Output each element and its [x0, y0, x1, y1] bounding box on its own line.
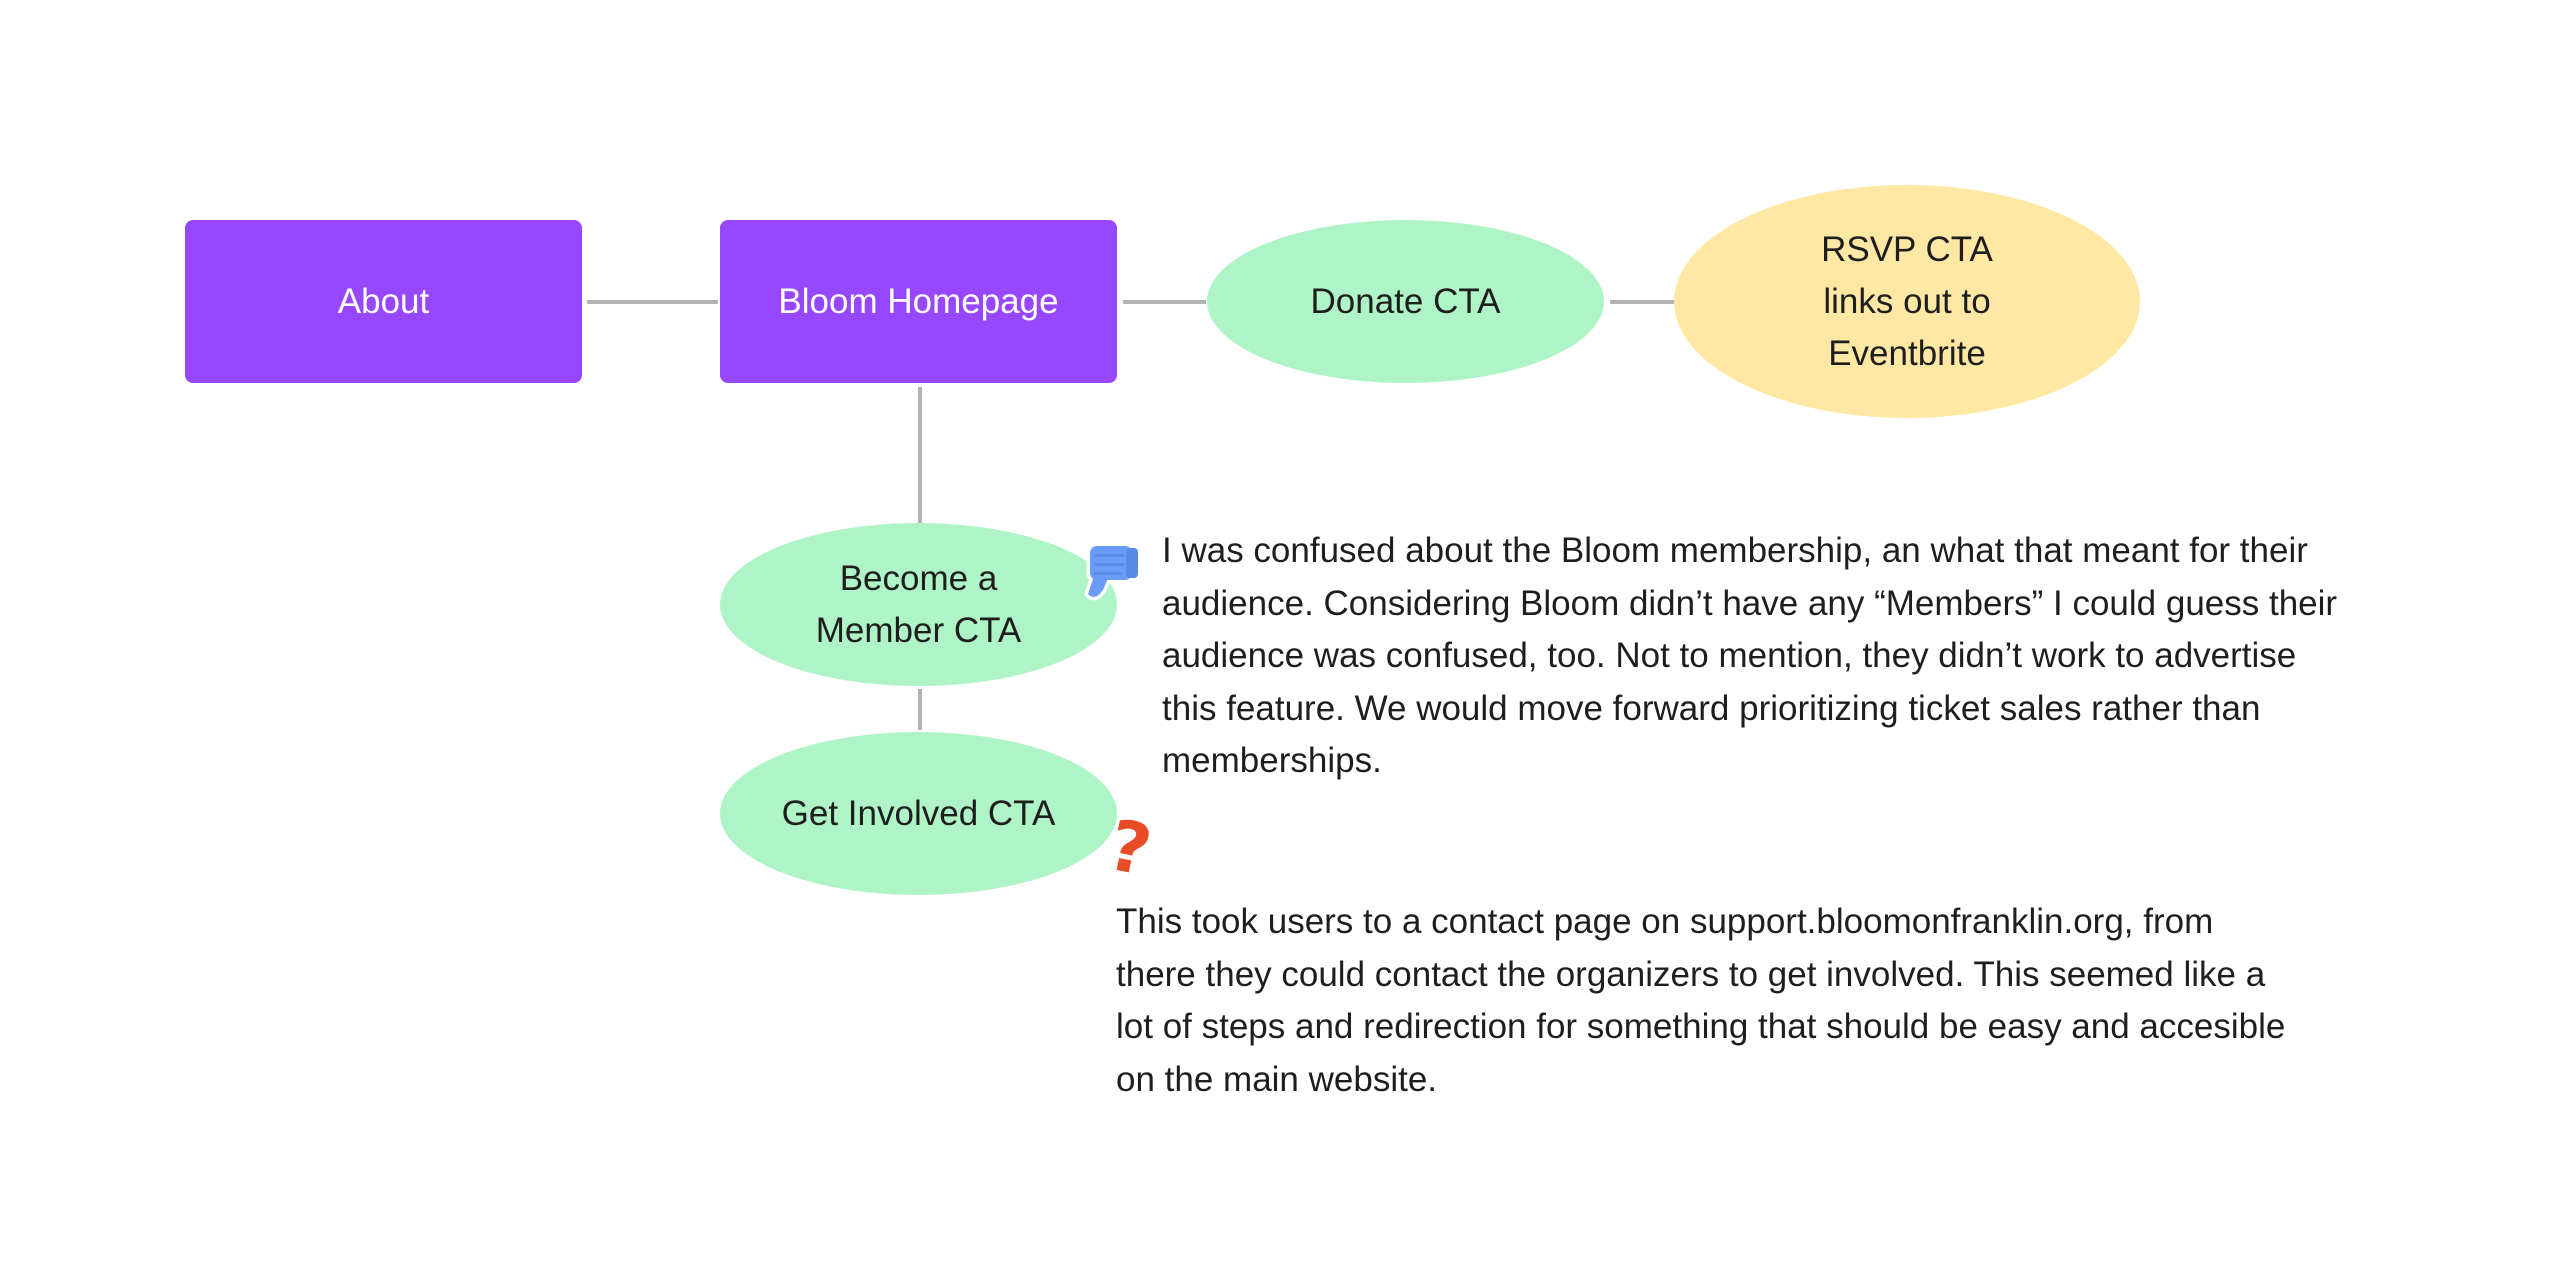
node-about[interactable]: About [185, 220, 582, 383]
thumbs-down-icon [1078, 540, 1146, 612]
node-rsvp-cta-label: RSVP CTA links out to Eventbrite [1821, 229, 1993, 373]
node-rsvp-cta[interactable]: RSVP CTA links out to Eventbrite [1674, 185, 2140, 418]
node-donate-cta[interactable]: Donate CTA [1207, 220, 1604, 383]
note-membership-feedback: I was confused about the Bloom membershi… [1162, 531, 2338, 780]
svg-text:?: ? [1101, 812, 1158, 888]
connector-homepage-donate [1123, 300, 1206, 304]
connector-member-get-involved [918, 689, 922, 730]
note-get-involved-feedback: This took users to a contact page on sup… [1116, 902, 2286, 1099]
node-get-involved-cta[interactable]: Get Involved CTA [720, 732, 1117, 895]
node-bloom-homepage[interactable]: Bloom Homepage [720, 220, 1117, 383]
node-become-member-cta[interactable]: Become a Member CTA [720, 523, 1117, 686]
node-get-involved-cta-label: Get Involved CTA [781, 793, 1056, 833]
node-bloom-homepage-label: Bloom Homepage [778, 281, 1059, 321]
connector-about-homepage [587, 300, 718, 304]
node-become-member-cta-label: Become a Member CTA [815, 558, 1022, 650]
connector-homepage-member [918, 387, 922, 523]
node-donate-cta-label: Donate CTA [1310, 281, 1501, 321]
node-about-label: About [337, 281, 430, 321]
question-mark-icon: ? [1096, 801, 1162, 896]
connector-donate-rsvp [1610, 300, 1674, 304]
